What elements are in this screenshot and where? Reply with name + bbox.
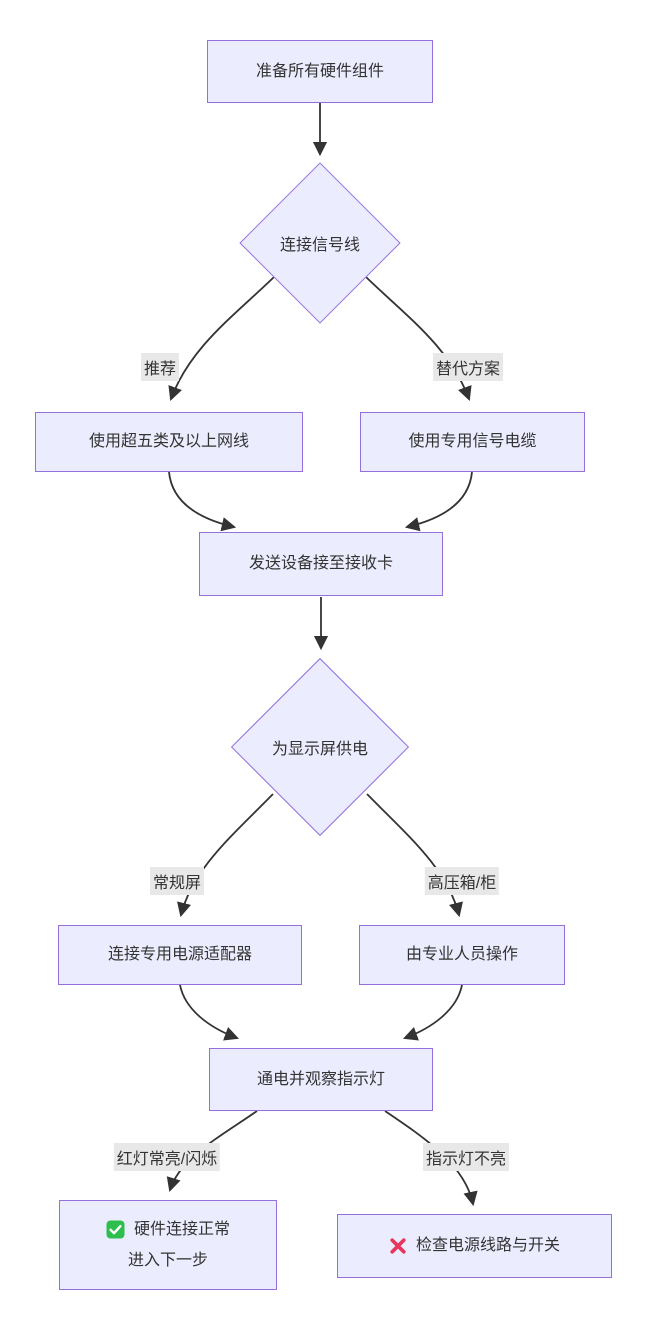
node-prepare-hardware: 准备所有硬件组件 (207, 40, 433, 103)
node-dedicated-cable: 使用专用信号电缆 (360, 412, 585, 472)
node-sender-to-receiver: 发送设备接至接收卡 (199, 532, 443, 596)
edge-label-light-off: 指示灯不亮 (422, 1143, 510, 1171)
edge-label-hv-box: 高压箱/柜 (424, 867, 500, 895)
node-hardware-ok-line2: 进入下一步 (127, 1251, 208, 1269)
edge-connect-to-dedicated (365, 276, 472, 402)
edge-adapter-to-observe (179, 984, 240, 1041)
check-icon (106, 1220, 125, 1239)
node-cat5e-cable: 使用超五类及以上网线 (35, 412, 303, 472)
edge-power-to-professional (366, 793, 463, 918)
edge-label-regular-screen: 常规屏 (149, 867, 205, 895)
edge-power-to-adapter (177, 793, 274, 918)
edge-cat5e-to-sender (168, 471, 237, 532)
node-professional-operate: 由专业人员操作 (359, 925, 565, 985)
edge-connect-to-cat5e (168, 276, 275, 402)
node-check-power-lines: 检查电源线路与开关 (337, 1214, 612, 1278)
node-power-on-observe: 通电并观察指示灯 (209, 1048, 433, 1111)
cross-icon (389, 1237, 407, 1255)
edge-professional-to-observe (402, 984, 463, 1041)
node-check-power-lines-label: 检查电源线路与开关 (415, 1237, 560, 1254)
edge-label-alternative: 替代方案 (432, 353, 504, 381)
edge-label-recommended: 推荐 (140, 353, 180, 381)
edge-label-red-light-on: 红灯常亮/闪烁 (113, 1143, 221, 1171)
edge-dedicated-to-sender (404, 471, 473, 532)
node-power-adapter: 连接专用电源适配器 (58, 925, 302, 985)
node-hardware-ok-line1: 硬件连接正常 (133, 1220, 230, 1238)
node-hardware-ok: 硬件连接正常 进入下一步 (59, 1200, 277, 1290)
